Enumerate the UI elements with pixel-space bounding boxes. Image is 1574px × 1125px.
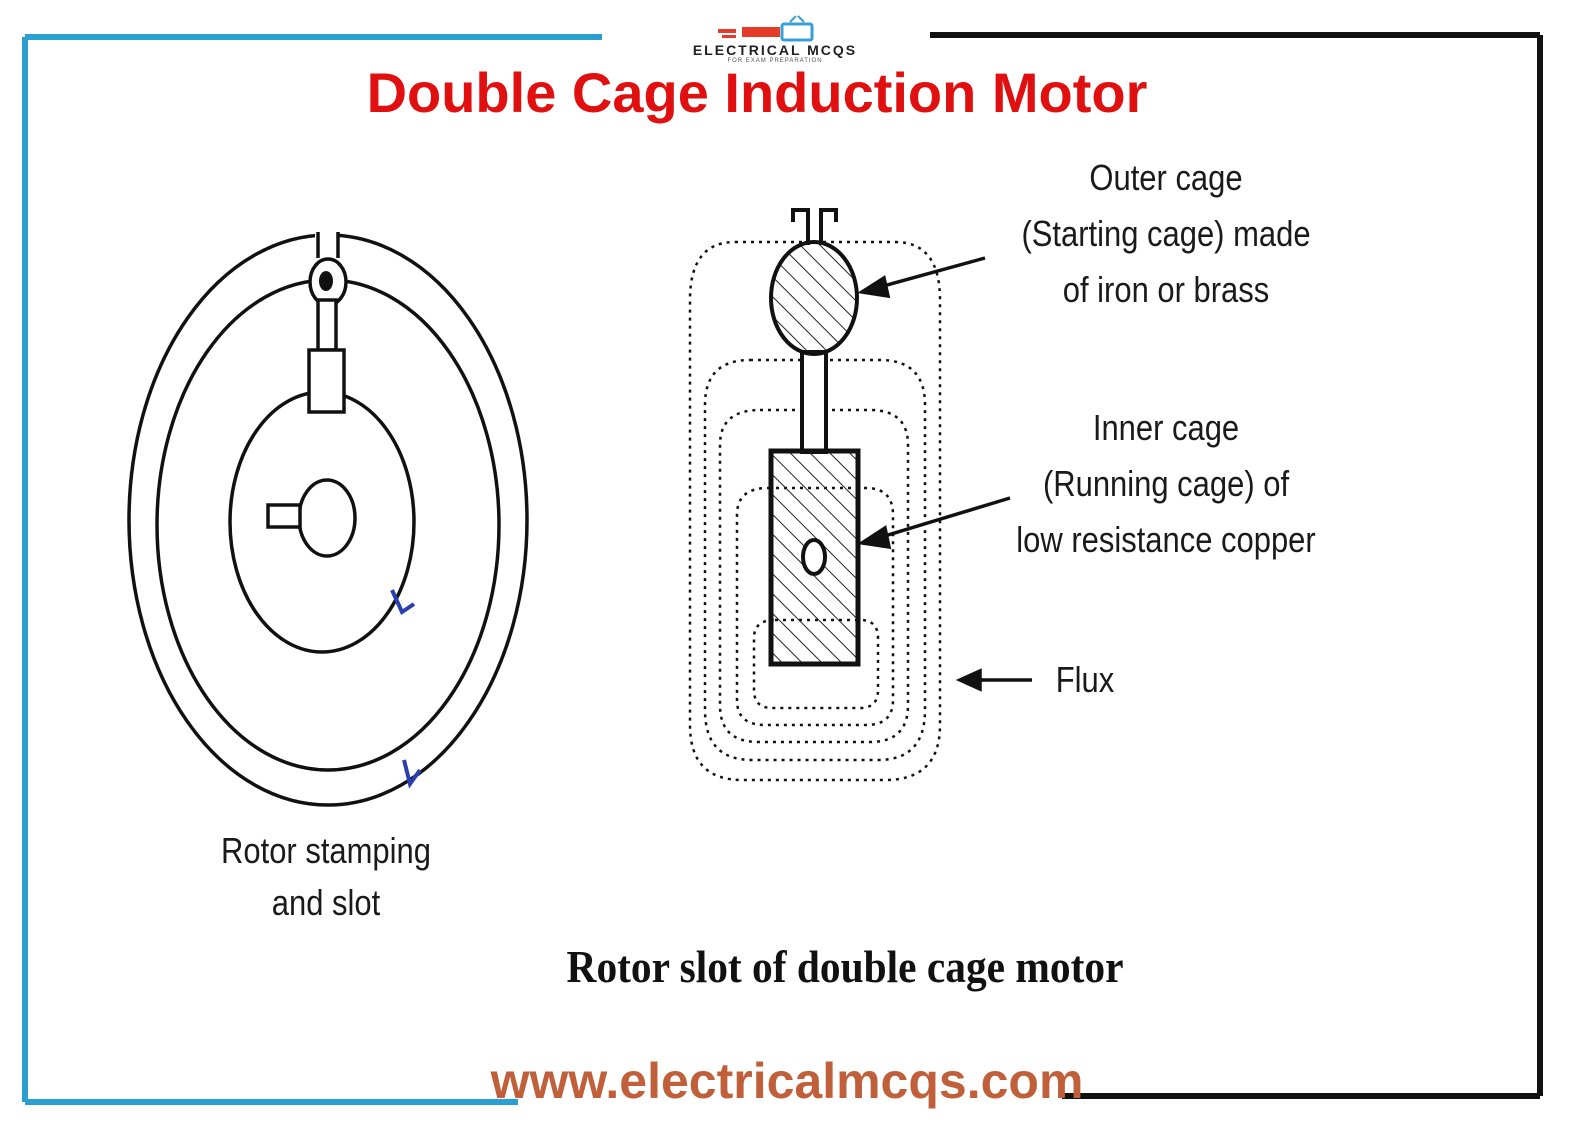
diagram-caption: Rotor slot of double cage motor [566,941,1124,992]
label-arrows [857,256,1032,692]
stamping-inner-cage-slot [307,348,346,414]
rotation-arrow-outer [402,759,422,789]
inner-cage-label-line1: Inner cage [1092,407,1240,448]
shaft-key [266,503,302,529]
rotor-stamping-label-line1: Rotor stamping [221,830,431,871]
inner-cage-arrowhead [857,525,892,550]
outer-cage-label: Outer cage (Starting cage) made of iron … [994,150,1338,318]
flux-line-4 [735,486,895,727]
page-title: Double Cage Induction Motor [366,61,1148,124]
shaft-hole [297,478,357,558]
inner-cage-arrow [877,496,1011,540]
flux-lines [688,240,942,782]
stamping-outer-cage-bar [319,271,333,291]
flux-arrowhead [955,668,982,692]
outer-cage-label-line3: of iron or brass [1062,269,1270,310]
flux-line-5 [752,618,880,710]
rotor-slot-diagram [688,208,1032,782]
inner-cage-hole [801,538,827,576]
stamping-slot-neck [316,298,338,352]
logo-icon [718,15,814,42]
rotor-stamping-diagram [127,228,529,807]
inner-cage-label-line3: low resistance copper [1016,519,1316,560]
logo-text: ELECTRICAL MCQS [692,42,858,58]
flux-label: Flux [1055,659,1115,700]
rotor-core-ring [228,390,416,654]
rotor-stamping-label: Rotor stamping and slot [197,825,455,929]
flux-line-2 [703,358,927,762]
outer-cage-label-line1: Outer cage [1089,157,1243,198]
logo-subtext: FOR EXAM PREPARATION [727,58,823,64]
outer-cage-label-line2: (Starting cage) made [1021,213,1311,254]
page-frame [22,32,1543,1105]
outer-cage-bar [769,240,859,356]
rotor-stamping-label-line2: and slot [271,882,381,923]
inner-cage-label-line2: (Running cage) of [1042,463,1290,504]
flux-line-3 [718,408,910,744]
outer-cage-arrowhead [857,275,891,299]
outer-cage-arrow [875,256,986,290]
slot-opening [791,208,838,245]
website-link[interactable]: www.electricalmcqs.com [490,1053,1084,1109]
slot-neck [800,350,828,454]
inner-cage-label: Inner cage (Running cage) of low resista… [994,400,1338,568]
rotation-arrow-inner [390,589,416,615]
